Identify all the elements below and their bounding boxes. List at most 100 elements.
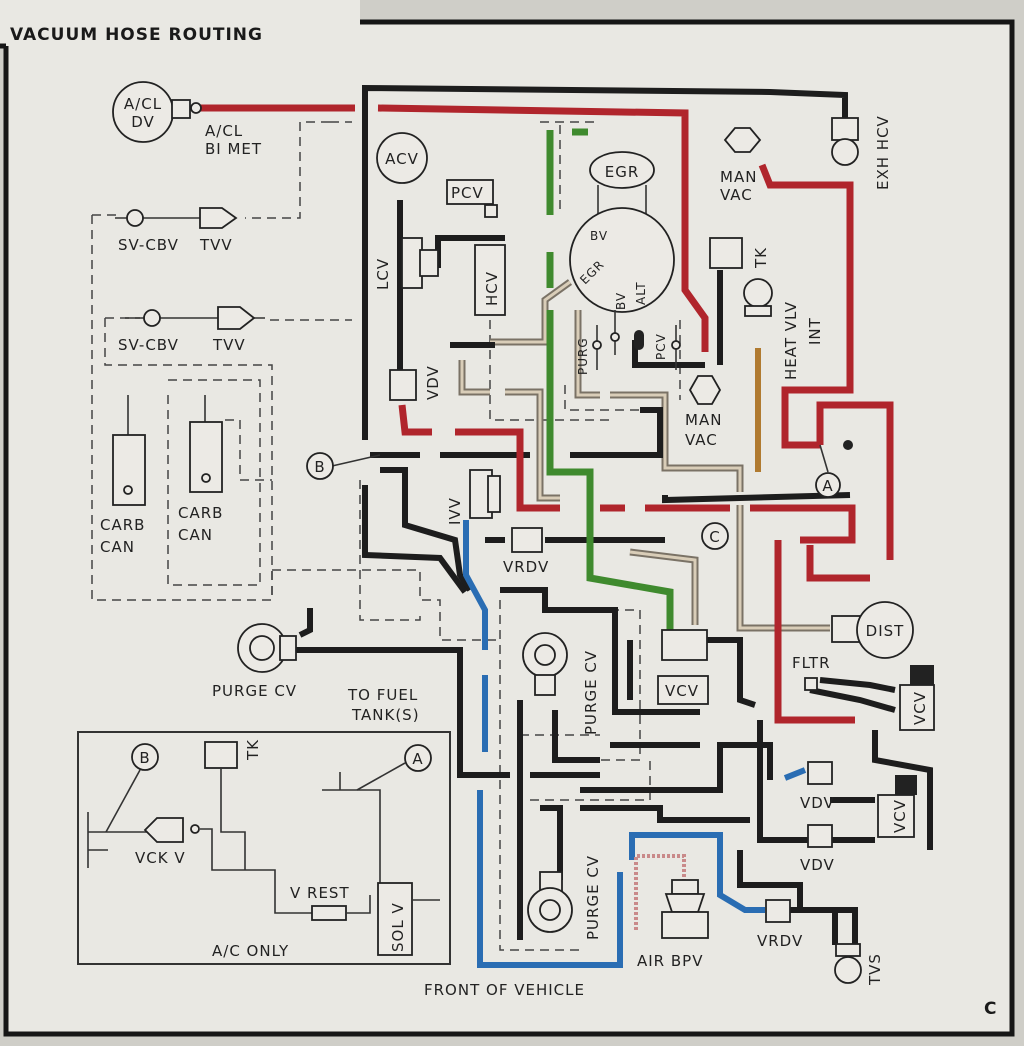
components-ivv-label: IVV xyxy=(446,497,464,525)
vcv-3: VCV xyxy=(877,775,917,838)
tvs: TVS xyxy=(834,943,884,986)
marker-a: A xyxy=(815,440,853,498)
components-vrdv-1-label: VRDV xyxy=(503,558,549,576)
sv-cbv-1: SV-CBV TVV xyxy=(115,207,238,254)
purge-cv-mid: PURGE CV xyxy=(522,632,600,735)
components-marker-c-label: C xyxy=(709,528,720,546)
corner-code: C xyxy=(984,999,997,1019)
vdv-1: VDV xyxy=(800,761,835,812)
inset-v-rest-label: V REST xyxy=(290,884,350,902)
to-fuel-tank-label-2: TANK(S) xyxy=(351,706,420,724)
components-air-bpv-label: AIR BPV xyxy=(637,952,703,970)
hcv: HCV xyxy=(474,244,506,316)
vcv-2: VCV xyxy=(899,665,935,731)
components-hcv-label: HCV xyxy=(483,271,501,306)
air-bpv-pink-hose xyxy=(634,854,686,930)
components-sv-cbv-1-label: SV-CBV xyxy=(118,236,179,254)
marker-c: C xyxy=(701,522,729,550)
green-hoses xyxy=(546,128,674,632)
vrdv-2: VRDV xyxy=(757,899,803,950)
components-egr-label: EGR xyxy=(605,163,640,181)
pcv: PCV xyxy=(446,179,498,218)
components-vdv-1-label: VDV xyxy=(800,794,835,812)
components-acl-dv-1-label: DV xyxy=(131,113,155,131)
man-vac-2: MAN VAC xyxy=(685,375,722,449)
blue-hoses xyxy=(463,520,807,968)
ac-only-inset: B VCK V TK V REST A SOL V A/C ONLY xyxy=(77,731,451,965)
components-carb-can-2-1-label: CAN xyxy=(178,526,213,544)
carb-can-2: CARB CAN xyxy=(178,395,223,544)
vrdv-1: VRDV xyxy=(503,527,549,576)
man-vac-1: MAN VAC xyxy=(720,127,762,204)
dashed-hoses xyxy=(91,121,681,951)
components-vrdv-2-label: VRDV xyxy=(757,932,803,950)
components-lcv-label: LCV xyxy=(374,258,392,290)
inset-tk-label: TK xyxy=(244,739,262,761)
components-man-vac-1-0-label: MAN xyxy=(720,168,757,186)
purge-cv-left: PURGE CV xyxy=(212,623,297,700)
components-purge-cv-left-label: PURGE CV xyxy=(212,682,297,700)
components-vdv-top-label: VDV xyxy=(424,365,442,400)
exh-hcv: EXH HCV xyxy=(831,115,892,190)
tk: TK xyxy=(709,237,770,269)
egr-valve: EGR BV EGR BV ALT PURG PCV xyxy=(569,151,681,375)
components-vcv-3-label: VCV xyxy=(891,799,909,833)
purge-cv-bottom: PURGE CV xyxy=(527,855,602,940)
diagram-title: VACUUM HOSE ROUTING xyxy=(10,25,263,45)
components-carb-can-1-0-label: CARB xyxy=(100,516,145,534)
components-pcv-port-label: PCV xyxy=(654,333,668,360)
marker-b: B xyxy=(306,452,381,480)
vdv-2: VDV xyxy=(800,824,835,874)
components-egr-alt-label: ALT xyxy=(634,281,648,305)
tan-hoses xyxy=(458,279,830,632)
dist: DIST xyxy=(831,601,914,659)
components-carb-can-1-1-label: CAN xyxy=(100,538,135,556)
components-man-vac-1-1-label: VAC xyxy=(720,186,753,204)
components-tvs-label: TVS xyxy=(866,953,884,986)
acv: ACV xyxy=(376,132,428,184)
components-purge-cv-bottom-label: PURGE CV xyxy=(584,855,602,940)
to-fuel-tank-label: TO FUEL xyxy=(347,686,418,704)
components-tk-label: TK xyxy=(752,247,770,269)
fltr-label: FLTR xyxy=(792,654,831,672)
components-exh-hcv-label: EXH HCV xyxy=(874,115,892,190)
components-dist-label: DIST xyxy=(866,622,905,640)
diagram-paper xyxy=(3,19,1015,1037)
front-of-vehicle-label: FRONT OF VEHICLE xyxy=(424,981,585,999)
components-vdv-2-label: VDV xyxy=(800,856,835,874)
red-hoses xyxy=(200,104,894,724)
components-vcv-2-label: VCV xyxy=(911,691,929,725)
lcv: LCV xyxy=(374,237,439,290)
components-purge-cv-mid-label: PURGE CV xyxy=(582,650,600,735)
components-sv-cbv-2-label: SV-CBV xyxy=(118,336,179,354)
vcv-1: VCV xyxy=(657,629,709,705)
acl-bimet-label: A/CL xyxy=(205,122,243,140)
heat-vlv-int: HEAT VLV INT xyxy=(743,278,824,380)
vdv-top: VDV xyxy=(389,365,442,401)
components-heat-vlv-int-1-label: INT xyxy=(806,317,824,345)
components-acv-label: ACV xyxy=(385,150,419,168)
components-man-vac-2-0-label: MAN xyxy=(685,411,722,429)
ivv: IVV xyxy=(446,469,501,525)
components-vcv-1-label: VCV xyxy=(665,682,699,700)
acl-bimet-label-2: BI MET xyxy=(205,140,262,158)
inset-marker-b-label: B xyxy=(139,749,150,767)
inset-sol-v-label: SOL V xyxy=(389,902,407,952)
components-tvv-2-label: TVV xyxy=(212,336,246,354)
sv-cbv-2: SV-CBV TVV xyxy=(118,306,265,354)
air-bpv: AIR BPV xyxy=(637,879,709,970)
components-heat-vlv-int-0-label: HEAT VLV xyxy=(782,301,800,380)
components-egr-bv2-label: BV xyxy=(614,292,628,310)
components-marker-b-label: B xyxy=(314,458,325,476)
inset-title-label: A/C ONLY xyxy=(212,942,289,960)
components-man-vac-2-1-label: VAC xyxy=(685,431,718,449)
components-pcv-label: PCV xyxy=(451,184,484,202)
components-marker-a-label: A xyxy=(822,477,833,495)
components-purg-label: PURG xyxy=(576,337,590,375)
fltr xyxy=(804,677,818,691)
components-egr-bv-label: BV xyxy=(590,229,608,243)
inset-vckv-label: VCK V xyxy=(135,849,186,867)
acl-dv: A/CL DV xyxy=(112,81,202,143)
carb-can-1: CARB CAN xyxy=(100,395,146,556)
